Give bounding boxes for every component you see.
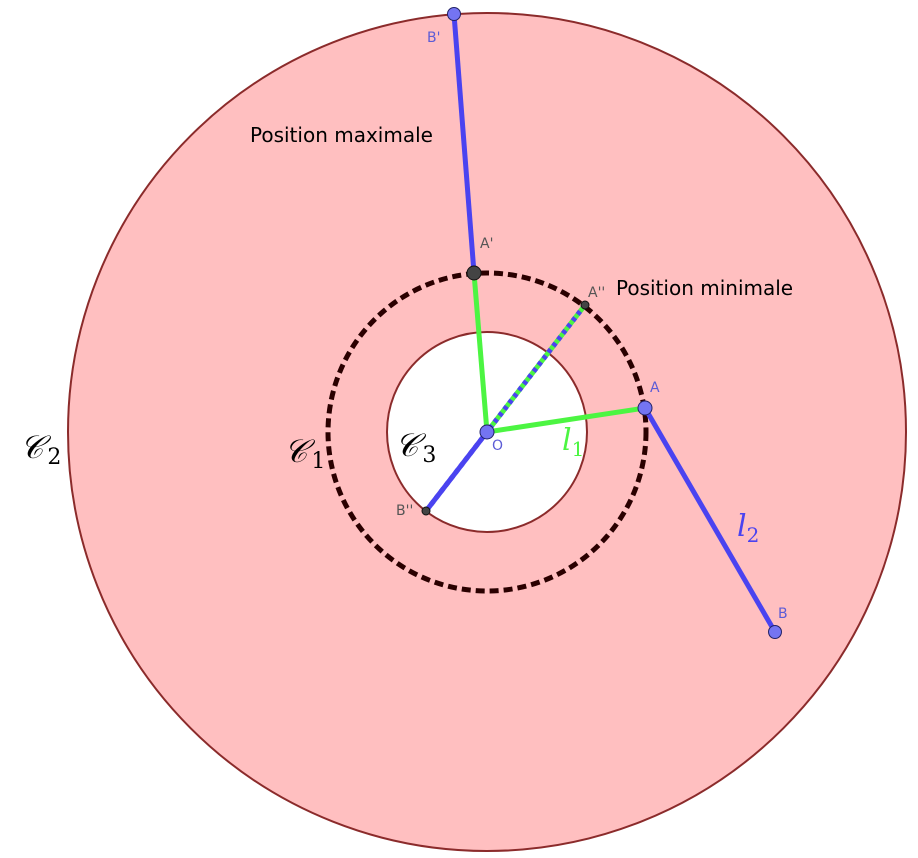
label-b-prime: B' xyxy=(427,30,440,46)
label-o: O xyxy=(492,438,503,454)
segment-A-prime-B-prime xyxy=(451,13,477,274)
segment-OA xyxy=(486,405,646,435)
position-min-label: Position minimale xyxy=(616,276,793,300)
circle-c1 xyxy=(325,270,649,594)
label-a: A xyxy=(650,380,660,396)
label-b: B xyxy=(778,606,788,622)
point-a xyxy=(637,400,653,416)
label-b-double: B'' xyxy=(396,503,413,519)
point-b xyxy=(768,625,782,639)
label-l1: l1 xyxy=(562,423,584,461)
segment-AB xyxy=(642,406,778,634)
segment-OB-double xyxy=(424,430,489,513)
point-b-prime xyxy=(447,7,461,21)
label-a-prime: A' xyxy=(480,236,493,252)
position-max-label: Position maximale xyxy=(250,123,433,147)
label-a-double: A'' xyxy=(588,285,605,301)
point-o xyxy=(479,424,495,440)
point-a-prime xyxy=(466,265,482,281)
point-b-double xyxy=(421,506,431,516)
point-a-double xyxy=(580,300,590,310)
segment-OA-prime xyxy=(471,272,490,433)
label-l2: l2 xyxy=(737,509,759,547)
